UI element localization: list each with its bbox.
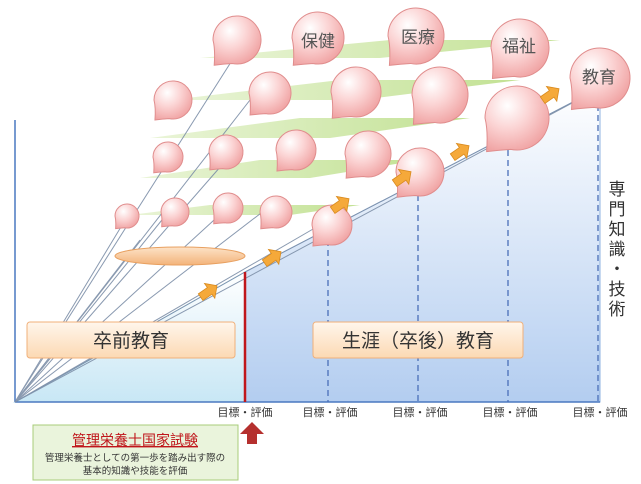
field-label-welfare: 福祉 <box>502 37 536 57</box>
competency-bubble <box>291 11 345 66</box>
competency-bubble <box>387 7 445 66</box>
exam-title: 管理栄養士国家試験 <box>72 432 198 449</box>
competency-bubbles <box>114 7 631 247</box>
growth-arrow-icon <box>261 248 282 267</box>
foundation-oval <box>114 246 246 266</box>
field-label-health: 保健 <box>301 32 335 52</box>
competency-bubble <box>311 204 353 247</box>
competency-bubble <box>275 129 317 172</box>
evaluation-dashed-lines <box>327 95 599 402</box>
svg-text:目標・評価: 目標・評価 <box>573 405 628 419</box>
growth-arrow-icon <box>197 282 218 301</box>
exam-up-arrow-icon <box>240 422 264 444</box>
competency-bubble <box>212 192 244 225</box>
competency-bubble <box>569 47 631 111</box>
competency-bubble <box>160 197 190 228</box>
competency-bubble <box>490 18 550 80</box>
competency-bubble <box>330 66 382 119</box>
lifelong-label: 生涯（卒後）教育 <box>342 330 494 352</box>
field-label-education: 教育 <box>582 68 616 88</box>
exam-description-line2: 基本的知識や技能を評価 <box>83 465 188 477</box>
svg-text:技: 技 <box>609 280 626 300</box>
exam-box <box>32 424 239 481</box>
growth-arrow-icon <box>329 195 350 214</box>
exam-description-line1: 管理栄養士としての第一歩を踏み出す際の <box>45 452 225 464</box>
growth-arrow-icon <box>391 168 412 187</box>
competency-bubble <box>152 141 184 174</box>
svg-text:目標・評価: 目標・評価 <box>303 405 358 419</box>
competency-bubble <box>212 15 262 66</box>
svg-text:識: 識 <box>609 240 626 260</box>
svg-text:門: 門 <box>609 200 626 220</box>
competency-bubble <box>248 71 292 116</box>
vertical-axis-label: 専 門 知 識 ・ 技 術 <box>609 180 626 320</box>
svg-text:術: 術 <box>609 300 626 320</box>
competency-bubble <box>395 147 445 198</box>
competency-bubble <box>411 66 469 125</box>
pre-grad-label: 卒前教育 <box>93 330 169 352</box>
growth-arrow-icon <box>449 142 470 161</box>
svg-text:目標・評価: 目標・評価 <box>483 405 538 419</box>
competency-bubble <box>344 130 392 179</box>
lifelong-label-box <box>312 321 524 359</box>
svg-text:専: 専 <box>609 180 626 200</box>
svg-text:・: ・ <box>609 260 626 280</box>
evaluation-labels: 目標・評価 目標・評価 目標・評価 目標・評価 目標・評価 <box>218 405 628 419</box>
svg-text:目標・評価: 目標・評価 <box>393 405 448 419</box>
growth-arrows <box>197 85 560 301</box>
competency-bubble <box>153 80 193 121</box>
growth-arrow-icon <box>539 85 560 104</box>
competency-bubble <box>114 203 140 230</box>
competency-bubble <box>259 195 293 230</box>
field-label-medical: 医療 <box>401 28 435 48</box>
svg-text:目標・評価: 目標・評価 <box>218 405 273 419</box>
pre-grad-label-box <box>26 321 236 359</box>
competency-bubble <box>208 134 244 171</box>
svg-text:知: 知 <box>609 220 626 240</box>
